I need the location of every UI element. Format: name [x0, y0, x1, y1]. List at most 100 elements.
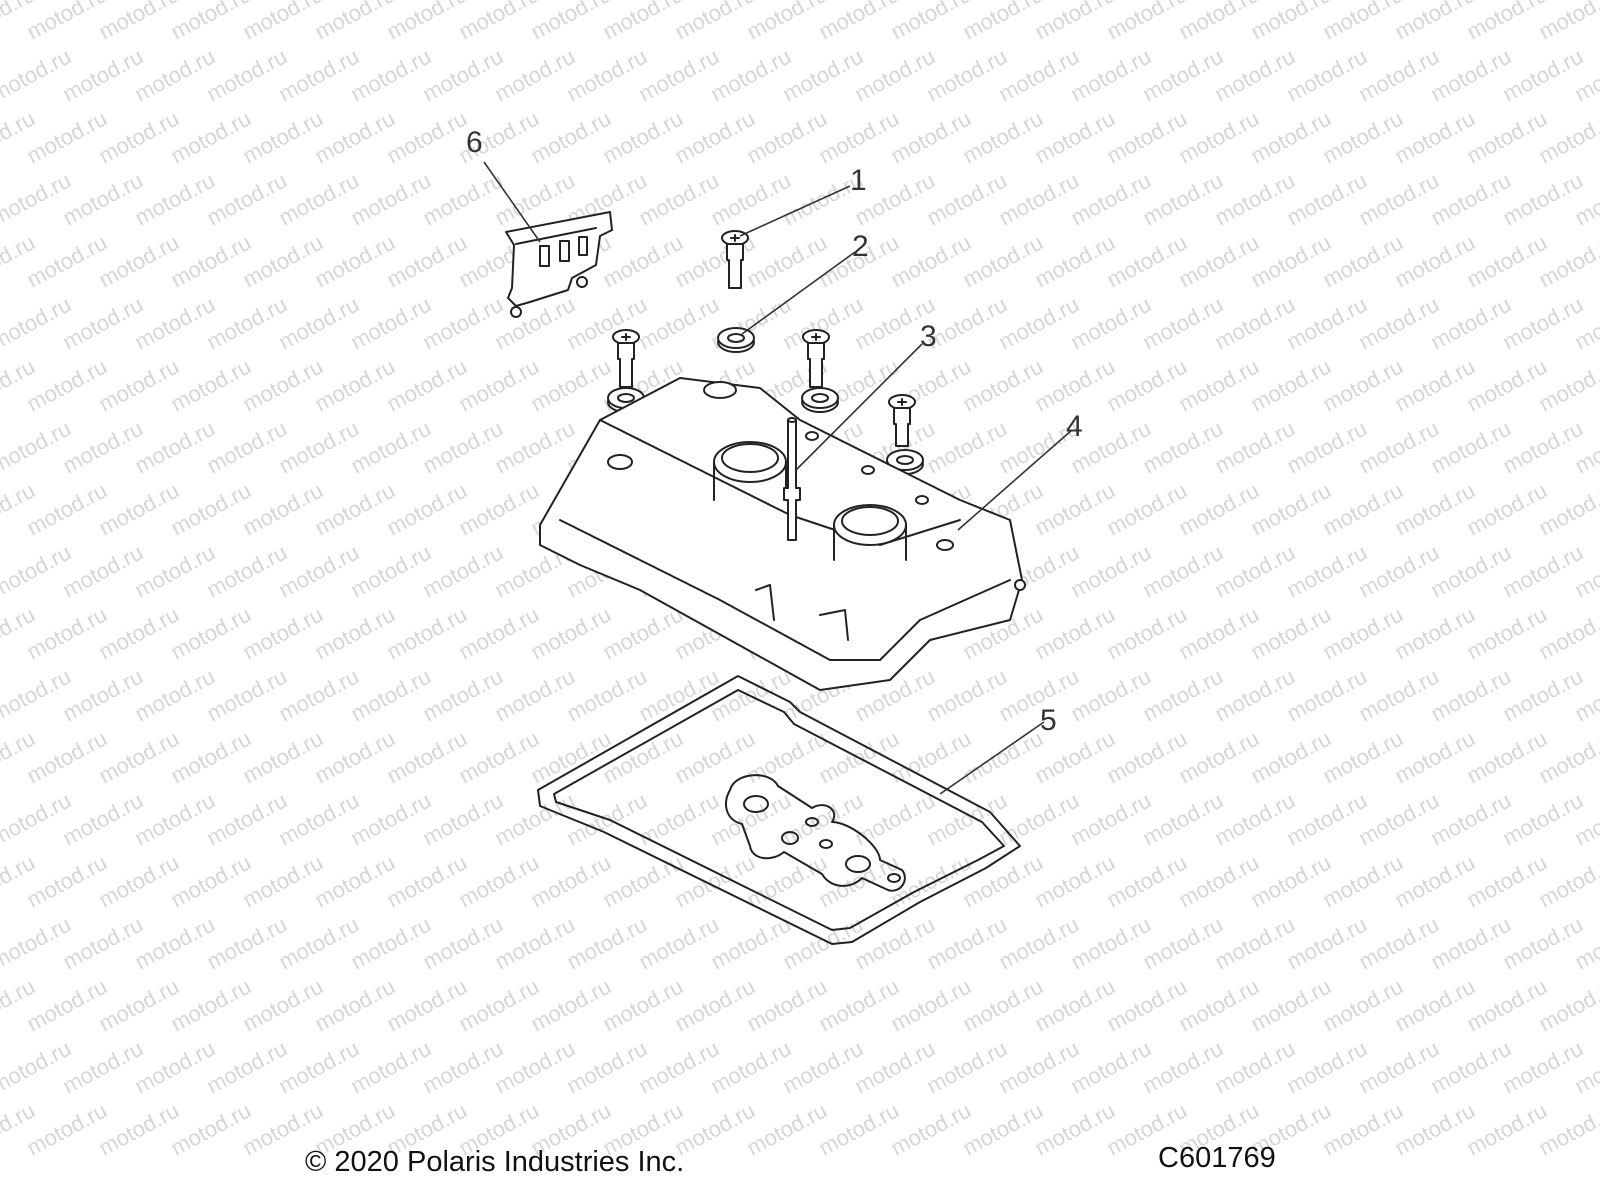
- watermark-text: motod.ru: [1391, 1098, 1479, 1161]
- watermark-text: motod.ru: [599, 974, 687, 1037]
- watermark-text: motod.ru: [455, 726, 543, 789]
- watermark-text: motod.ru: [1175, 478, 1263, 541]
- watermark-text: motod.ru: [203, 540, 291, 603]
- watermark-text: motod.ru: [95, 478, 183, 541]
- watermark-text: motod.ru: [1103, 354, 1191, 417]
- watermark-text: motod.ru: [311, 602, 399, 665]
- part-2-grommets: [607, 327, 924, 475]
- watermark-text: motod.ru: [1463, 1098, 1551, 1161]
- watermark-text: motod.ru: [419, 788, 507, 851]
- callout-3: 3: [920, 320, 937, 353]
- watermark-text: motod.ru: [923, 1036, 1011, 1099]
- watermark-text: motod.ru: [167, 478, 255, 541]
- watermark-text: motod.ru: [239, 478, 327, 541]
- watermark-text: motod.ru: [1463, 478, 1551, 541]
- watermark-text: motod.ru: [635, 788, 723, 851]
- watermark-text: motod.ru: [1427, 416, 1515, 479]
- watermark-text: motod.ru: [311, 478, 399, 541]
- watermark-text: motod.ru: [347, 664, 435, 727]
- watermark-text: motod.ru: [383, 726, 471, 789]
- watermark-text: motod.ru: [383, 478, 471, 541]
- watermark-text: motod.ru: [1499, 416, 1587, 479]
- watermark-text: motod.ru: [599, 106, 687, 169]
- watermark-text: motod.ru: [959, 850, 1047, 913]
- watermark-text: motod.ru: [1283, 1036, 1371, 1099]
- watermark-text: motod.ru: [1391, 230, 1479, 293]
- watermark-text: motod.ru: [419, 912, 507, 975]
- watermark-text: motod.ru: [527, 106, 615, 169]
- watermark-text: motod.ru: [1535, 726, 1600, 789]
- watermark-text: motod.ru: [1211, 664, 1299, 727]
- watermark-text: motod.ru: [1499, 44, 1587, 107]
- watermark-text: motod.ru: [1283, 540, 1371, 603]
- watermark-text: motod.ru: [455, 354, 543, 417]
- callout-5: 5: [1040, 704, 1057, 737]
- watermark-text: motod.ru: [1355, 44, 1443, 107]
- watermark-text: motod.ru: [527, 602, 615, 665]
- watermark-text: motod.ru: [1103, 974, 1191, 1037]
- watermark-text: motod.ru: [59, 788, 147, 851]
- watermark-text: motod.ru: [1319, 850, 1407, 913]
- watermark-text: motod.ru: [347, 292, 435, 355]
- watermark-text: motod.ru: [959, 230, 1047, 293]
- watermark-text: motod.ru: [887, 106, 975, 169]
- watermark-text: motod.ru: [1211, 788, 1299, 851]
- watermark-text: motod.ru: [923, 664, 1011, 727]
- watermark-text: motod.ru: [1139, 1036, 1227, 1099]
- watermark-text: motod.ru: [1355, 788, 1443, 851]
- watermark-text: motod.ru: [959, 1098, 1047, 1161]
- watermark-text: motod.ru: [239, 726, 327, 789]
- watermark-text: motod.ru: [383, 354, 471, 417]
- watermark-text: motod.ru: [131, 912, 219, 975]
- watermark-text: motod.ru: [1535, 478, 1600, 541]
- watermark-text: motod.ru: [1535, 354, 1600, 417]
- watermark-text: motod.ru: [167, 106, 255, 169]
- leader-1: [739, 185, 851, 237]
- watermark-text: motod.ru: [527, 850, 615, 913]
- watermark-text: motod.ru: [1175, 974, 1263, 1037]
- watermark-text: motod.ru: [1067, 168, 1155, 231]
- watermark-text: motod.ru: [131, 540, 219, 603]
- watermark-text: motod.ru: [239, 230, 327, 293]
- part-5-gasket: [537, 675, 1021, 945]
- watermark-text: motod.ru: [1211, 540, 1299, 603]
- watermark-text: motod.ru: [95, 850, 183, 913]
- watermark-text: motod.ru: [923, 44, 1011, 107]
- watermark-text: motod.ru: [131, 416, 219, 479]
- watermark-text: motod.ru: [1211, 292, 1299, 355]
- watermark-text: motod.ru: [311, 354, 399, 417]
- watermark-text: motod.ru: [1247, 354, 1335, 417]
- watermark-text: motod.ru: [1535, 602, 1600, 665]
- watermark-text: motod.ru: [1535, 106, 1600, 169]
- watermark-text: motod.ru: [1103, 850, 1191, 913]
- watermark-text: motod.ru: [1139, 168, 1227, 231]
- watermark-text: motod.ru: [1355, 292, 1443, 355]
- watermark-text: motod.ru: [1067, 540, 1155, 603]
- watermark-text: motod.ru: [131, 292, 219, 355]
- watermark-text: motod.ru: [995, 44, 1083, 107]
- watermark-text: motod.ru: [131, 1036, 219, 1099]
- watermark-text: motod.ru: [167, 354, 255, 417]
- watermark-text: motod.ru: [1427, 540, 1515, 603]
- watermark-text: motod.ru: [1499, 292, 1587, 355]
- watermark-text: motod.ru: [59, 664, 147, 727]
- watermark-text: motod.ru: [635, 168, 723, 231]
- watermark-text: motod.ru: [1175, 726, 1263, 789]
- watermark-text: motod.ru: [779, 912, 867, 975]
- watermark-text: motod.ru: [239, 602, 327, 665]
- watermark-text: motod.ru: [1139, 664, 1227, 727]
- watermark-text: motod.ru: [1391, 726, 1479, 789]
- part-1-bolts: [612, 230, 916, 447]
- watermark-text: motod.ru: [59, 540, 147, 603]
- watermark-text: motod.ru: [743, 726, 831, 789]
- watermark-text: motod.ru: [743, 850, 831, 913]
- watermark-text: motod.ru: [23, 974, 111, 1037]
- watermark-text: motod.ru: [1175, 354, 1263, 417]
- watermark-text: motod.ru: [419, 1036, 507, 1099]
- watermark-text: motod.ru: [347, 912, 435, 975]
- watermark-text: motod.ru: [95, 602, 183, 665]
- watermark-text: motod.ru: [779, 1036, 867, 1099]
- watermark-text: motod.ru: [1463, 602, 1551, 665]
- watermark-text: motod.ru: [707, 168, 795, 231]
- watermark-text: motod.ru: [743, 974, 831, 1037]
